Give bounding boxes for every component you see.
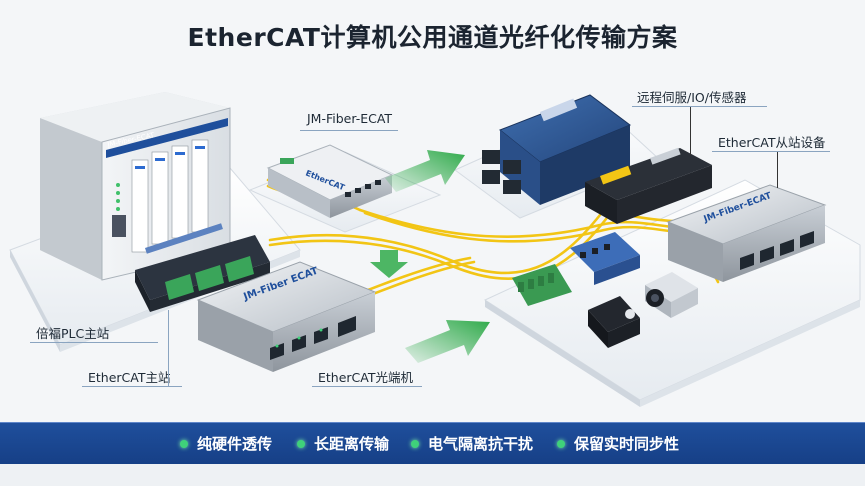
sensor-camera	[645, 272, 698, 318]
feature-label: 长距离传输	[314, 435, 390, 453]
optical-terminal: JM-Fiber ECAT	[196, 261, 377, 372]
plc-master: JM-Fiber-ECAT	[40, 92, 231, 281]
feature-item: 电气隔离抗干扰	[411, 433, 533, 454]
label-top-converter-line	[300, 130, 398, 131]
remote-io-coupler	[585, 147, 712, 224]
bullet-icon	[180, 439, 188, 448]
arrow-up-right-2	[405, 320, 490, 363]
plc-io-block	[135, 223, 270, 312]
bottom-strip	[0, 464, 865, 486]
arrow-up-right-1	[385, 150, 465, 192]
label-remote-devices-line	[632, 106, 767, 107]
bullet-icon	[557, 439, 565, 448]
label-slave-devices-line	[712, 151, 830, 152]
label-remote-devices: 远程伺服/IO/传感器	[637, 90, 747, 105]
io-terminal-green	[512, 264, 572, 306]
remote-servo	[482, 94, 632, 205]
bullet-icon	[411, 439, 419, 448]
label-remote-devices-leader	[690, 107, 691, 155]
feature-item: 保留实时同步性	[557, 433, 679, 454]
label-slave-devices-leader	[777, 152, 778, 188]
converter-top: EtherCAT	[266, 144, 394, 218]
page-title: EtherCAT计算机公用通道光纤化传输方案	[187, 23, 678, 52]
label-top-converter: JM-Fiber-ECAT	[307, 111, 393, 126]
label-ethercat-master-line	[82, 386, 182, 387]
label-plc-master: 倍福PLC主站	[36, 326, 110, 341]
bullet-icon	[297, 439, 305, 448]
feature-item: 长距离传输	[297, 433, 389, 454]
label-slave-devices: EtherCAT从站设备	[718, 135, 826, 150]
feature-bar: 纯硬件透传 长距离传输 电气隔离抗干扰 保留实时同步性	[0, 422, 865, 466]
feature-item: 纯硬件透传	[180, 433, 272, 454]
label-optical-terminal: EtherCAT光端机	[318, 370, 413, 385]
arrow-down	[370, 250, 408, 278]
feature-label: 保留实时同步性	[574, 435, 680, 453]
label-optical-terminal-line	[312, 386, 422, 387]
label-ethercat-master-leader	[168, 310, 169, 386]
feature-label: 电气隔离抗干扰	[428, 435, 534, 453]
label-ethercat-master: EtherCAT主站	[88, 370, 171, 385]
slave-device: JM-Fiber-ECAT	[666, 184, 827, 282]
label-plc-master-line	[30, 342, 158, 343]
feature-label: 纯硬件透传	[197, 435, 273, 453]
io-module-blue	[570, 232, 640, 285]
servo-connector	[588, 296, 640, 348]
